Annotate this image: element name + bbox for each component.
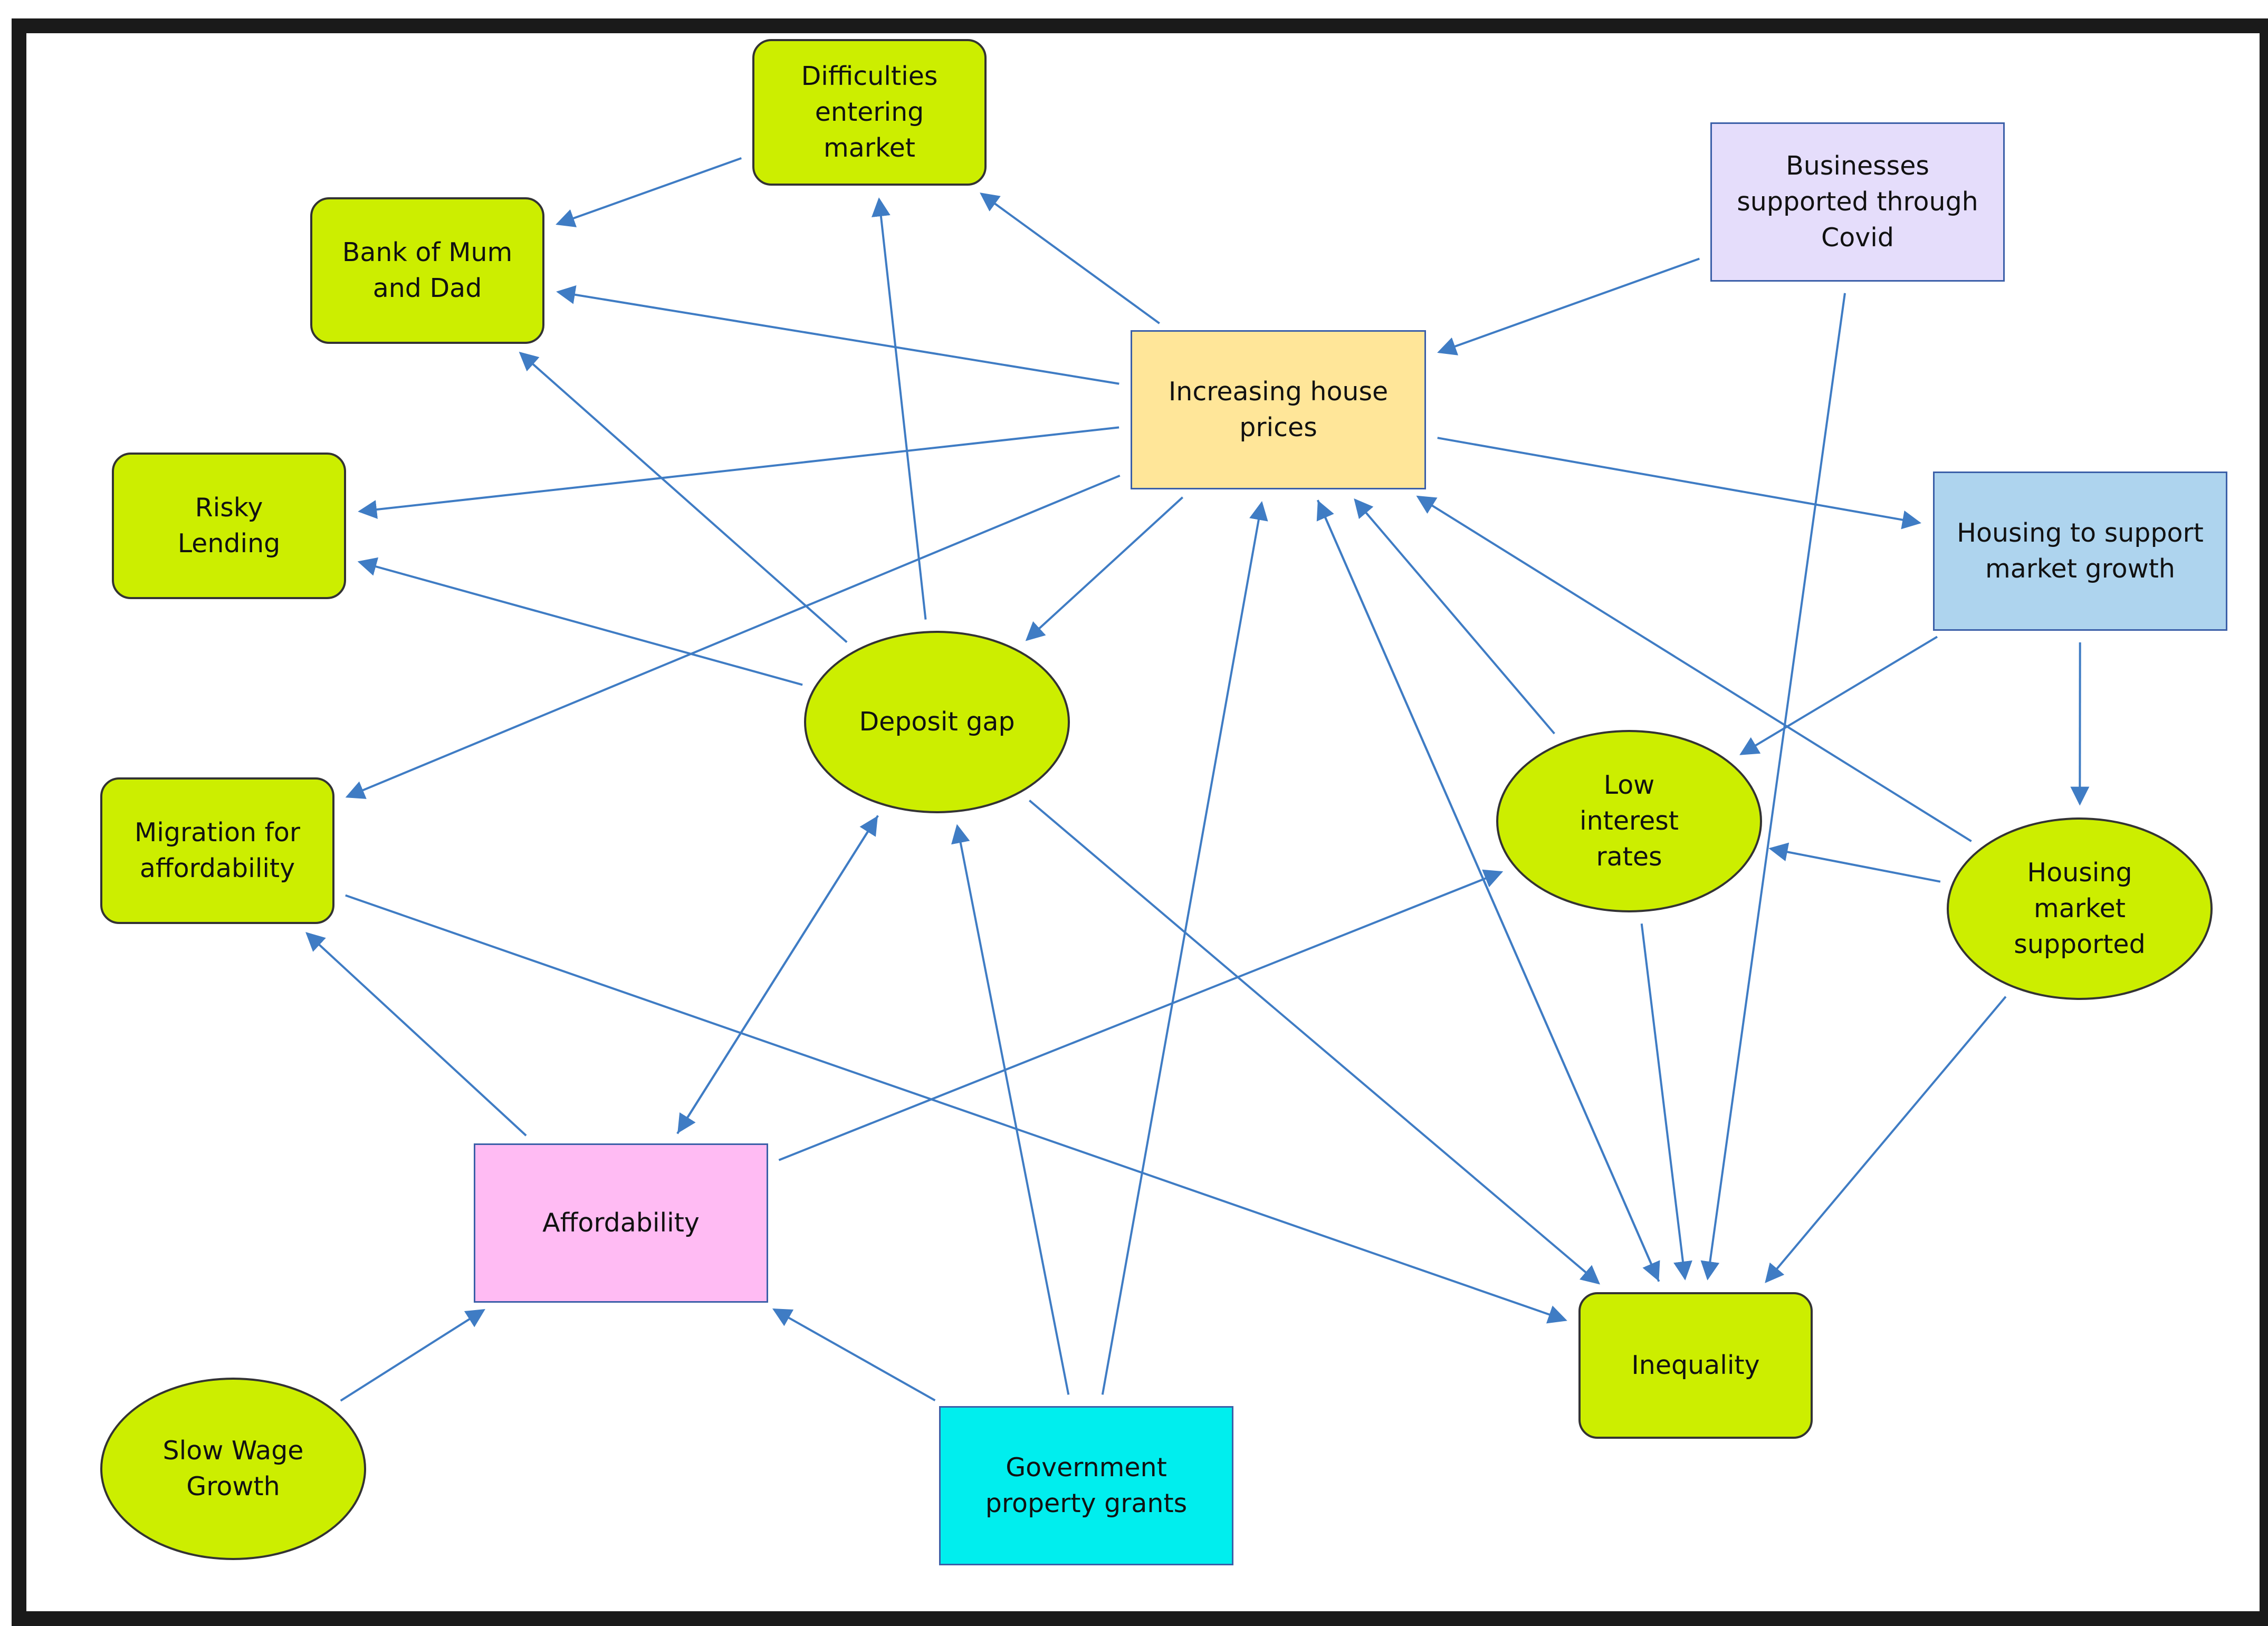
- edge-increasing-to-risky: [360, 427, 1119, 511]
- node-inequality: Inequality: [1578, 1292, 1813, 1439]
- edge-increasing-to-deposit: [1027, 497, 1182, 640]
- edge-low_interest-to-increasing: [1355, 500, 1555, 734]
- node-bank-of-mum-and-dad: Bank of Mum and Dad: [310, 197, 544, 344]
- edge-increasing-to-difficulties: [981, 194, 1160, 323]
- edge-increasing-to-housing_support: [1438, 438, 1920, 523]
- node-housing-to-support-market-growth: Housing to support market growth: [1933, 472, 2227, 631]
- node-difficulties-entering-market: Difficulties entering market: [752, 39, 987, 186]
- edge-affordability-to-deposit: [677, 817, 877, 1134]
- edge-gov_grants-to-increasing: [1103, 503, 1262, 1395]
- edge-low_interest-to-inequality: [1642, 923, 1685, 1278]
- edge-difficulties-to-bank: [558, 158, 742, 224]
- edge-gov_grants-to-deposit: [958, 826, 1069, 1394]
- edge-housing_market-to-inequality: [1766, 997, 2006, 1282]
- node-housing-market-supported: Housing market supported: [1947, 817, 2213, 1000]
- node-slow-wage-growth: Slow Wage Growth: [100, 1378, 366, 1560]
- node-government-property-grants: Government property grants: [939, 1406, 1233, 1565]
- edge-deposit-to-difficulties: [879, 199, 925, 620]
- edge-deposit-to-bank: [520, 353, 847, 642]
- edge-businesses-to-increasing: [1439, 259, 1700, 352]
- edge-gov_grants-to-affordability: [774, 1310, 935, 1400]
- edge-slow_wage-to-affordability: [341, 1310, 484, 1401]
- node-businesses-supported-through-covid: Businesses supported through Covid: [1710, 122, 2005, 282]
- node-migration-for-affordability: Migration for affordability: [100, 777, 334, 924]
- edge-deposit-to-inequality: [1029, 801, 1599, 1284]
- edge-affordability-to-low_interest: [779, 872, 1501, 1160]
- edge-deposit-to-risky: [359, 562, 802, 685]
- edge-increasing-to-bank: [558, 292, 1119, 384]
- node-risky-lending: Risky Lending: [112, 453, 346, 599]
- node-affordability: Affordability: [474, 1143, 768, 1303]
- edge-affordability-to-migration: [307, 934, 527, 1136]
- node-low-interest-rates: Low interest rates: [1496, 730, 1762, 912]
- node-deposit-gap: Deposit gap: [804, 631, 1070, 813]
- edge-housing_support-to-low_interest: [1741, 637, 1937, 754]
- node-increasing-house-prices: Increasing house prices: [1131, 330, 1426, 489]
- edge-housing_market-to-low_interest: [1771, 849, 1940, 882]
